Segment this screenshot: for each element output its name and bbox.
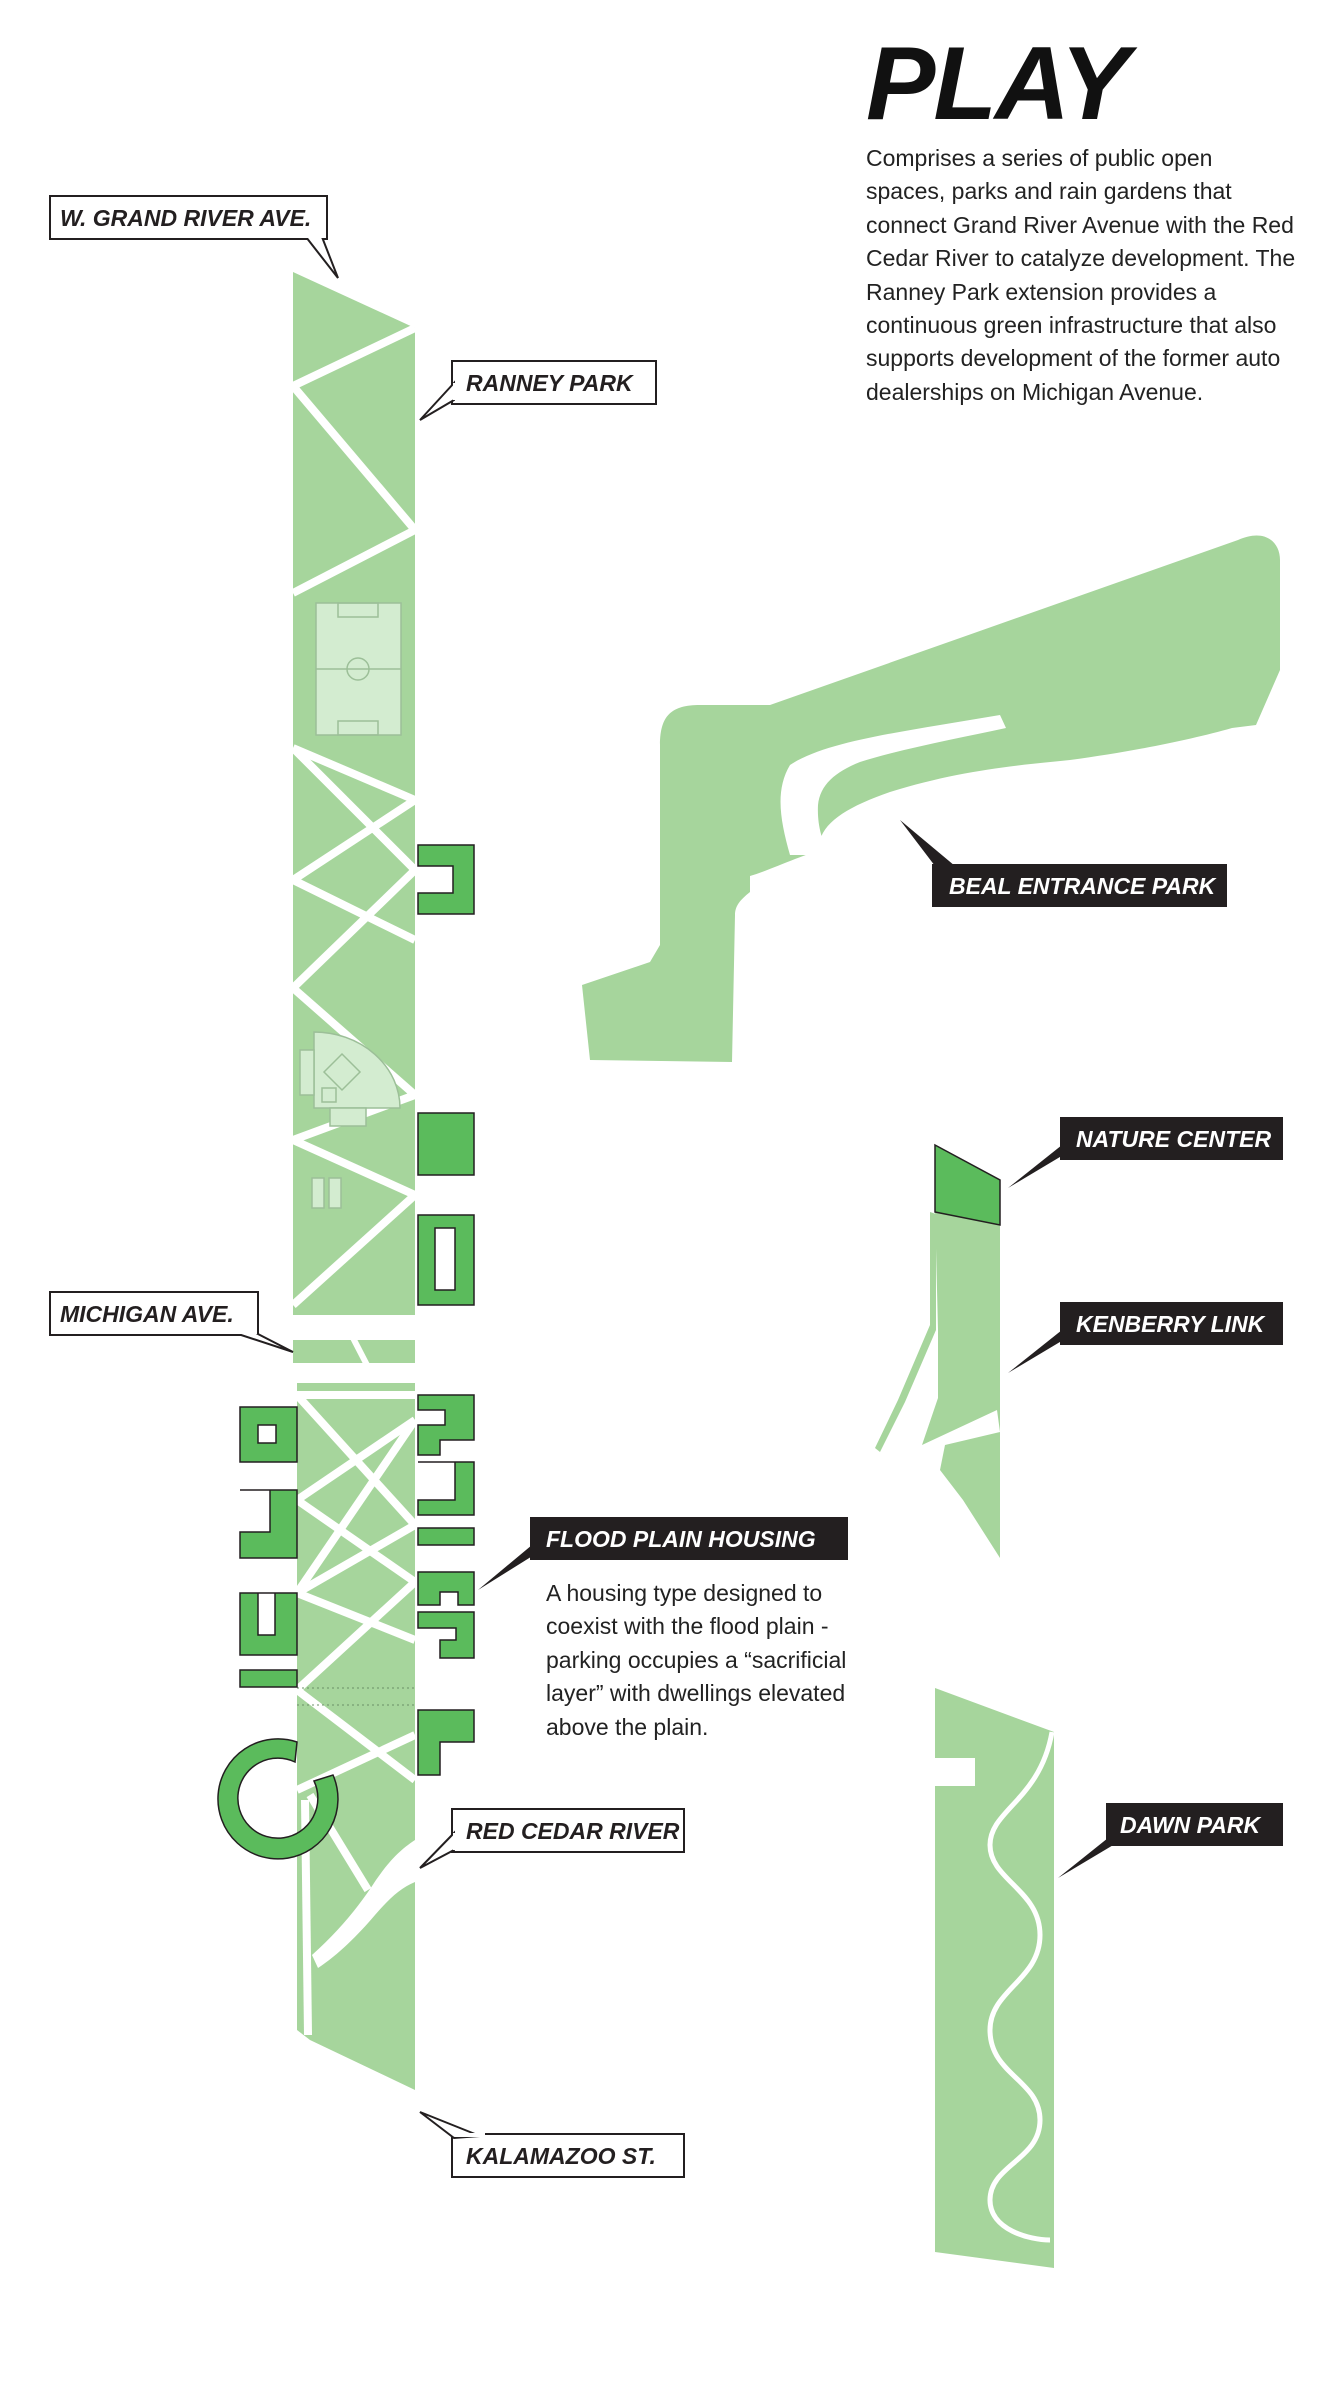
label-nature-center: NATURE CENTER xyxy=(1008,1117,1283,1188)
label-flood-plain-housing: FLOOD PLAIN HOUSING xyxy=(478,1517,848,1590)
label-grand-river: W. GRAND RIVER AVE. xyxy=(49,195,339,279)
flood-plain-housing-buildings xyxy=(217,1394,475,1860)
label-ranney-park: RANNEY PARK xyxy=(419,360,657,421)
label-kenberry-link-text: KENBERRY LINK xyxy=(1076,1311,1266,1337)
ranney-buildings xyxy=(417,844,475,1306)
tennis-courts xyxy=(311,1177,342,1209)
label-michigan-ave: MICHIGAN AVE. xyxy=(49,1291,294,1353)
red-cedar-river-channel xyxy=(312,1840,415,1968)
beal-entrance-park xyxy=(582,535,1280,1062)
nature-center-building xyxy=(934,1143,1001,1226)
south-strip xyxy=(293,1383,419,2090)
play-description: Comprises a series of public open spaces… xyxy=(866,145,1296,405)
label-flood-plain-housing-text: FLOOD PLAIN HOUSING xyxy=(546,1526,816,1552)
page-title: PLAY xyxy=(866,26,1130,142)
baseball-diamond xyxy=(299,1031,401,1127)
label-kenberry-link: KENBERRY LINK xyxy=(1008,1302,1283,1373)
soccer-field xyxy=(315,602,402,736)
kenberry-link xyxy=(875,1208,1000,1558)
label-kalamazoo-st: KALAMAZOO ST. xyxy=(419,2111,685,2178)
michigan-ave-strip xyxy=(293,1334,415,1369)
label-nature-center-text: NATURE CENTER xyxy=(1076,1126,1271,1152)
flood-plain-housing-description: A housing type designed to coexist with … xyxy=(546,1580,847,1740)
label-red-cedar-river: RED CEDAR RIVER xyxy=(419,1808,685,1869)
dawn-park xyxy=(935,1688,1055,2268)
label-red-cedar-river-text: RED CEDAR RIVER xyxy=(466,1818,680,1844)
label-dawn-park: DAWN PARK xyxy=(1058,1803,1283,1878)
label-beal-entrance-park-text: BEAL ENTRANCE PARK xyxy=(949,873,1217,899)
label-grand-river-text: W. GRAND RIVER AVE. xyxy=(60,205,311,231)
label-kalamazoo-st-text: KALAMAZOO ST. xyxy=(466,2143,656,2169)
label-michigan-ave-text: MICHIGAN AVE. xyxy=(60,1301,234,1327)
label-dawn-park-text: DAWN PARK xyxy=(1120,1812,1262,1838)
label-ranney-park-text: RANNEY PARK xyxy=(466,370,634,396)
label-beal-entrance-park: BEAL ENTRANCE PARK xyxy=(900,820,1227,907)
ranney-park-strip xyxy=(289,272,419,1315)
